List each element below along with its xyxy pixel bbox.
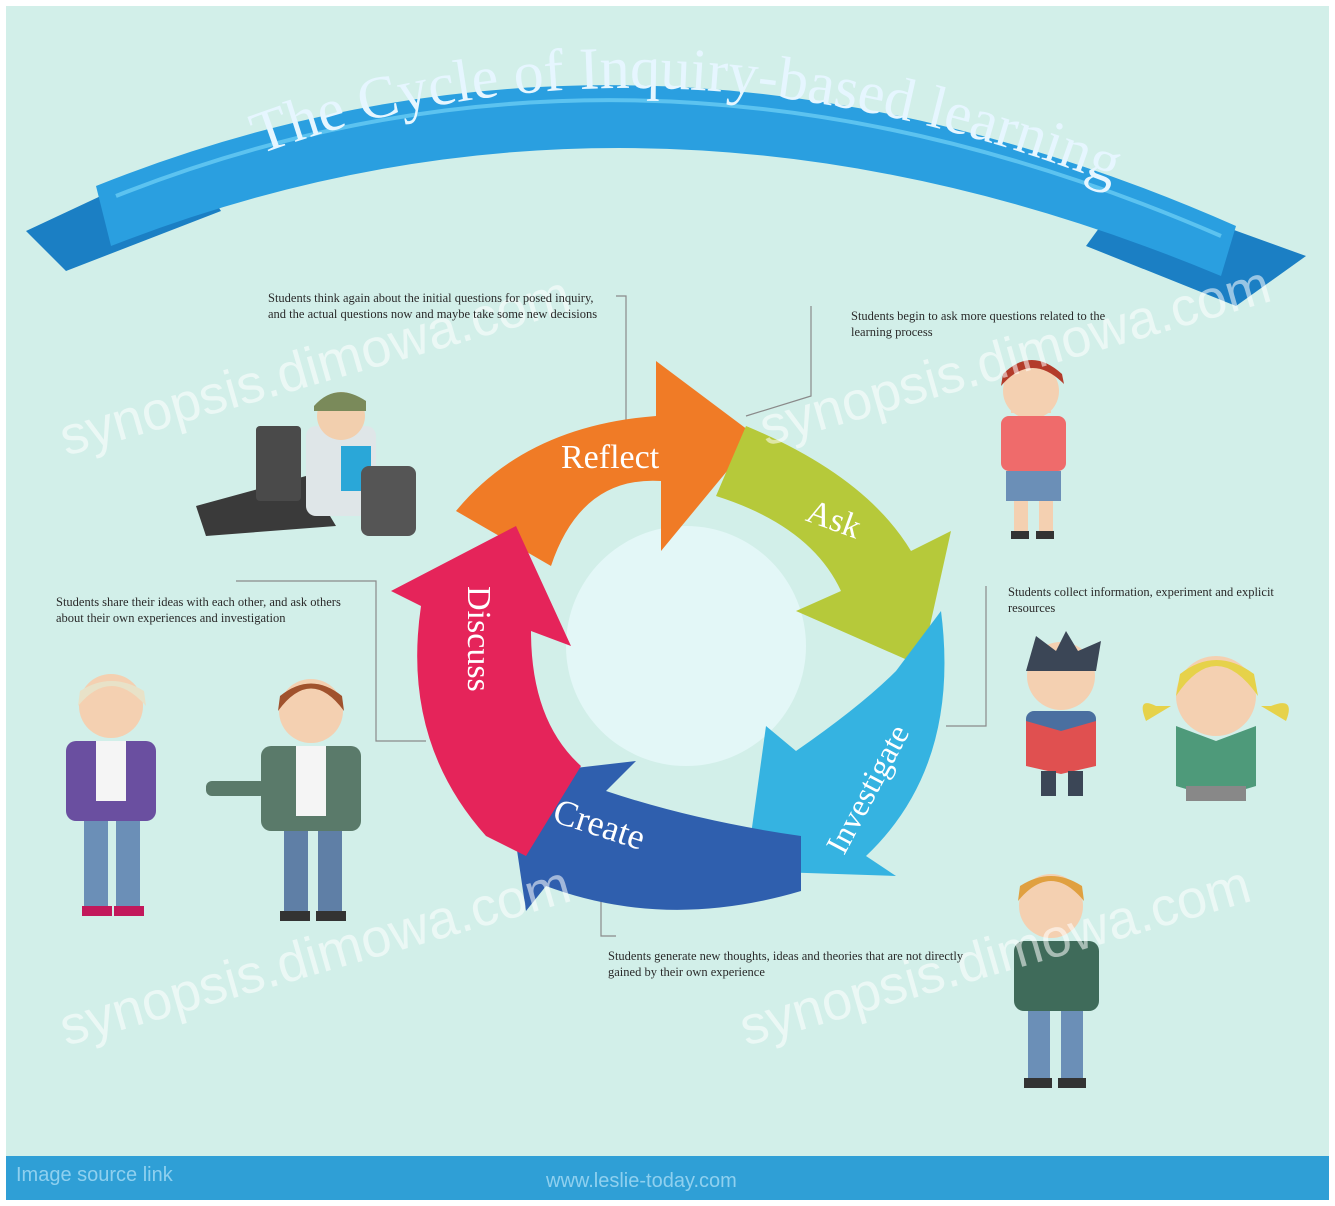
footer-site-url[interactable]: www.leslie-today.com bbox=[546, 1170, 737, 1192]
banner-body bbox=[96, 85, 1236, 277]
note-reflect: Students think again about the initial q… bbox=[268, 291, 598, 321]
title-banner: The Cycle of Inquiry-based learning bbox=[26, 35, 1306, 306]
student-teacher-icon bbox=[206, 679, 361, 921]
banner-highlight bbox=[115, 98, 1222, 238]
callout-line-reflect bbox=[616, 295, 627, 426]
callout-line-create bbox=[600, 886, 616, 937]
arrow-create bbox=[506, 761, 801, 911]
footer-source-link[interactable]: Image source link bbox=[16, 1164, 173, 1186]
footer-bar bbox=[6, 1156, 1329, 1200]
student-elder-icon bbox=[66, 674, 156, 916]
student-girl-reading-icon bbox=[1142, 656, 1289, 801]
arrow-discuss bbox=[391, 526, 581, 856]
callout-lines bbox=[236, 295, 987, 937]
stage-label-reflect: Reflect bbox=[561, 439, 660, 476]
infographic-page: The Cycle of Inquiry-based learning Refl… bbox=[6, 6, 1329, 1200]
arrow-reflect bbox=[456, 361, 756, 566]
callout-line-investigate bbox=[946, 586, 987, 727]
cycle-arrows bbox=[391, 361, 951, 911]
note-ask: Students begin to ask more questions rel… bbox=[851, 309, 1106, 339]
student-reading-laptop-icon bbox=[196, 392, 416, 536]
stage-label-discuss: Discuss bbox=[460, 586, 497, 692]
student-boy-thinking-icon bbox=[1014, 874, 1099, 1088]
note-create: Students generate new thoughts, ideas an… bbox=[608, 949, 964, 979]
arrow-ask bbox=[716, 426, 951, 666]
arrow-investigate bbox=[746, 611, 945, 876]
callout-line-ask bbox=[745, 306, 812, 417]
student-boy-reading-icon bbox=[1026, 631, 1101, 796]
note-discuss: Students share their ideas with each oth… bbox=[56, 595, 341, 625]
note-investigate: Students collect information, experiment… bbox=[1008, 585, 1274, 615]
student-girl-thinking-icon bbox=[1001, 360, 1066, 539]
callout-line-discuss bbox=[236, 580, 426, 742]
infographic-graphic: The Cycle of Inquiry-based learning Refl… bbox=[26, 35, 1306, 1088]
cycle-center bbox=[566, 526, 806, 766]
